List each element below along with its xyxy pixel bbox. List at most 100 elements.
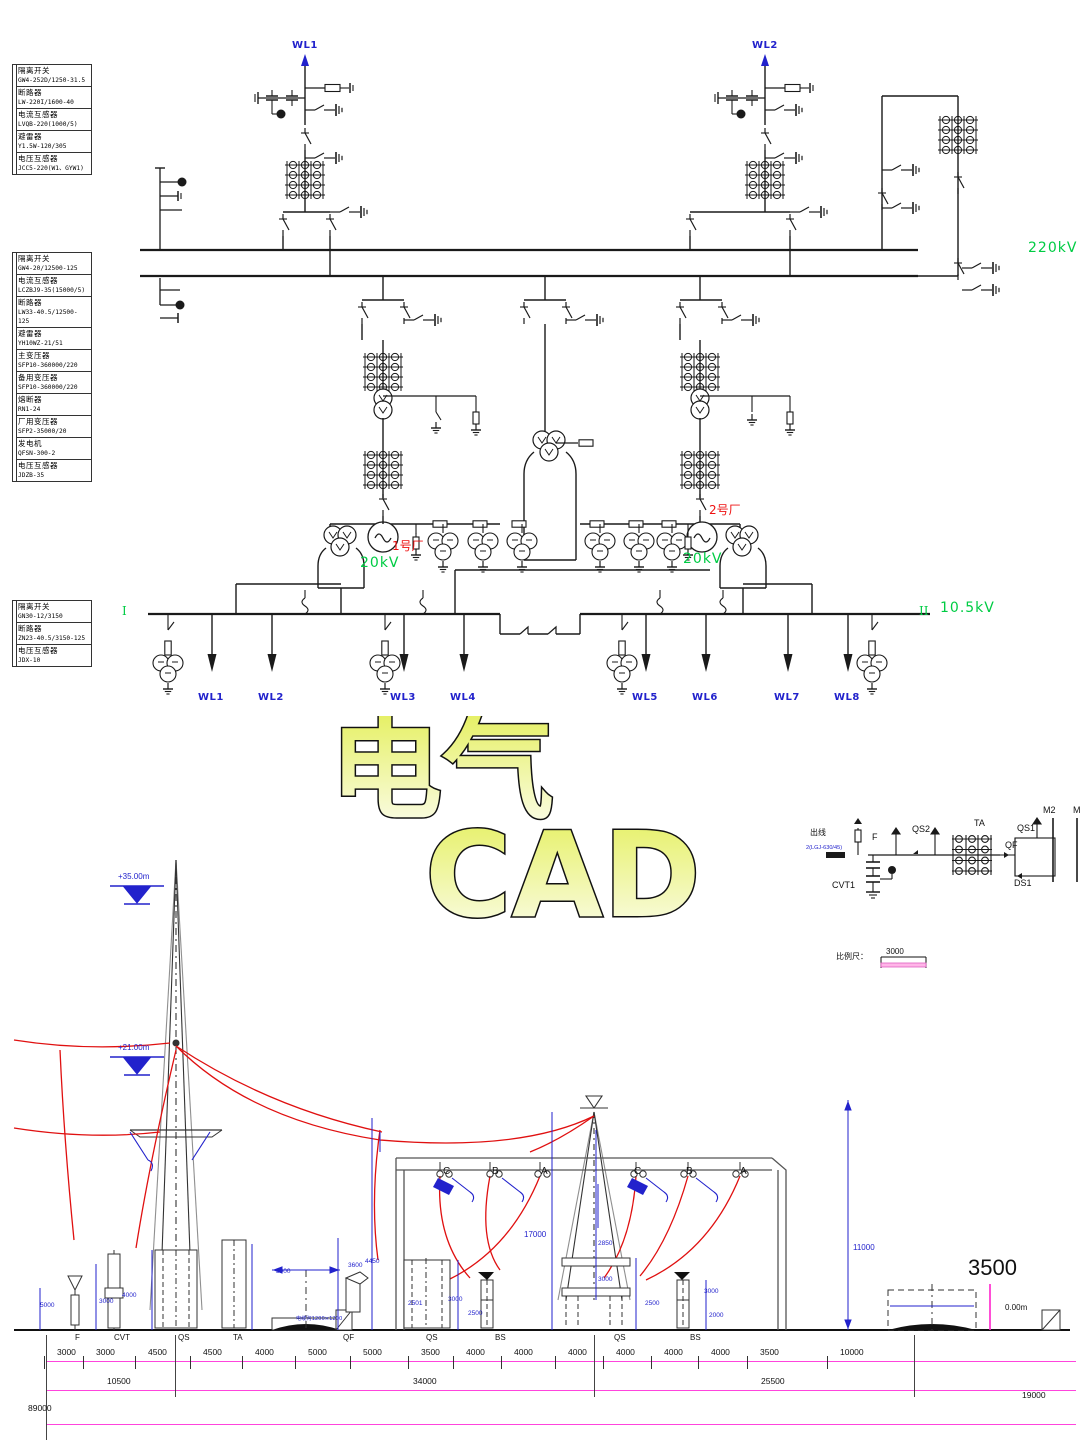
dimension-tick [295,1356,296,1369]
legend-left-rail [13,253,17,481]
feeder-label: WL7 [774,692,800,703]
detail-item-label-m2: M2 [1043,805,1056,815]
legend-equipment-model: LCZBJ9-35(15000/5) [18,287,86,294]
legend-row: 电流互感器 LCZBJ9-35(15000/5) [13,275,91,297]
elevation-equipment-label: QS [426,1333,438,1342]
detail-item-label-f: F [872,832,878,842]
dimension-tick [44,1356,45,1369]
generator-group-1 [317,520,537,589]
label-incoming-wl1: WL1 [292,40,318,51]
dimension-value: 4000 [514,1347,533,1357]
legend-equipment-name: 发电机 [18,439,42,448]
dimension-value: 4000 [664,1347,683,1357]
legend-equipment-model: GW4-20/12500-125 [18,265,78,272]
legend-equipment-model: SFP2-35000/20 [18,428,67,435]
legend-equipment-name: 隔离开关 [18,602,50,611]
scale-bar [880,956,927,968]
bus-vt-cluster-left [155,167,187,323]
legend-equipment-name: 断路器 [18,88,42,97]
dimension-value: 3000 [57,1347,76,1357]
dimension-value: 19000 [1022,1390,1046,1400]
dim-17000: 17000 [524,1230,547,1239]
phase-label: A [541,1166,548,1177]
dimension-value: 4000 [711,1347,730,1357]
detail-item-label-ta: TA [974,818,985,828]
ground-level-label: 0.00m [1005,1303,1028,1312]
legend-equipment-name: 电流互感器 [18,110,58,119]
dimension-tick [827,1356,828,1369]
phase-label: C [443,1166,451,1177]
label-voltage-105kv: 10.5kV [940,600,995,616]
legend-equipment-model: LVQB-220(1000/5) [18,121,78,128]
detail-item-label-qf: QF [1005,840,1018,850]
legend-equipment-name: 电压互感器 [18,461,58,470]
bay-wl2 [685,54,828,276]
legend-row: 备用变压器 SFP10-360000/220 [13,372,91,394]
dimension-tick [698,1356,699,1369]
elevation-level-label: +35.00m [118,872,150,881]
detail-item-label-qs2: QS2 [912,824,931,834]
label-plant-1: 1号厂 [392,539,424,553]
label-bus-section-1: I [122,604,127,618]
substation-elevation-view [13,859,1070,1331]
transformer-bay-1 [330,276,500,525]
standby-transformer-bay [519,276,604,561]
bay-wl1 [254,54,368,276]
small-blue-dimension: 2501 [408,1300,423,1307]
detail-item-label-cvt1: CVT1 [832,880,856,890]
small-blue-dimension: 3900 [276,1268,291,1275]
small-blue-dimension: 3000 [99,1298,114,1305]
ground-equipment [67,1239,1061,1331]
phase-label: A [740,1166,747,1177]
insulator-details [129,1131,749,1203]
legend-equipment-name: 主变压器 [18,351,50,360]
legend-equipment-model: QFSN-300-2 [18,450,56,457]
dim-line-row-1 [46,1361,1076,1363]
legend-equipment-model: SFP10-360000/220 [18,384,78,391]
phase-label: C [634,1166,642,1177]
small-blue-dimension: 3000 [704,1288,719,1295]
transformer-bay-2 [580,276,795,525]
legend-row: 发电机 QFSN-300-2 [13,438,91,460]
detail-item-label-m: M [1073,805,1080,815]
feeder-label: WL3 [390,692,416,703]
level-symbol-35 [110,885,164,905]
elevation-level-label: +21.00m [118,1043,150,1052]
dimension-tick [408,1356,409,1369]
legend-equipment-model: SFP10-360000/220 [18,362,78,369]
legend-equipment-name: 断路器 [18,624,42,633]
small-blue-dimension: 3600 [348,1262,363,1269]
small-blue-dimension: 3000 [448,1296,463,1303]
small-blue-dimension: 2500 [645,1300,660,1307]
legend-equipment-name: 电流互感器 [18,276,58,285]
dimension-tick [190,1356,191,1369]
cable-trench-note: 电缆沟1200×1200 [296,1316,343,1322]
dimension-tick [603,1356,604,1369]
dimension-value: 5000 [363,1347,382,1357]
single-line-diagram [140,54,1000,730]
elevation-equipment-label: BS [690,1333,701,1342]
legend-equipment-name: 熔断器 [18,395,42,404]
legend-equipment-name: 备用变压器 [18,373,58,382]
elevation-equipment-label: QS [614,1333,626,1342]
scale-bar-value: 3000 [886,947,904,956]
small-blue-dimension: 5000 [40,1302,55,1309]
generator-group-2 [585,520,767,589]
blue-dimension-lines [39,1100,974,1330]
dim-extension-right [914,1335,916,1397]
label-voltage-20kv-right: 20kV [683,551,723,567]
bus-tie-105 [499,614,581,635]
dimension-value: 4000 [466,1347,485,1357]
detail-bay-diagram [826,817,1078,899]
phase-label: B [492,1166,499,1177]
level-symbol-21 [110,1056,164,1076]
detail-feed-label: 出线 [810,828,826,837]
label-bus-section-2: II [919,604,929,618]
legend-equipment-model: RN1-24 [18,406,41,413]
lattice-mast-2 [557,1095,631,1301]
legend-equipment-name: 电压互感器 [18,646,58,655]
dimension-tick [501,1356,502,1369]
